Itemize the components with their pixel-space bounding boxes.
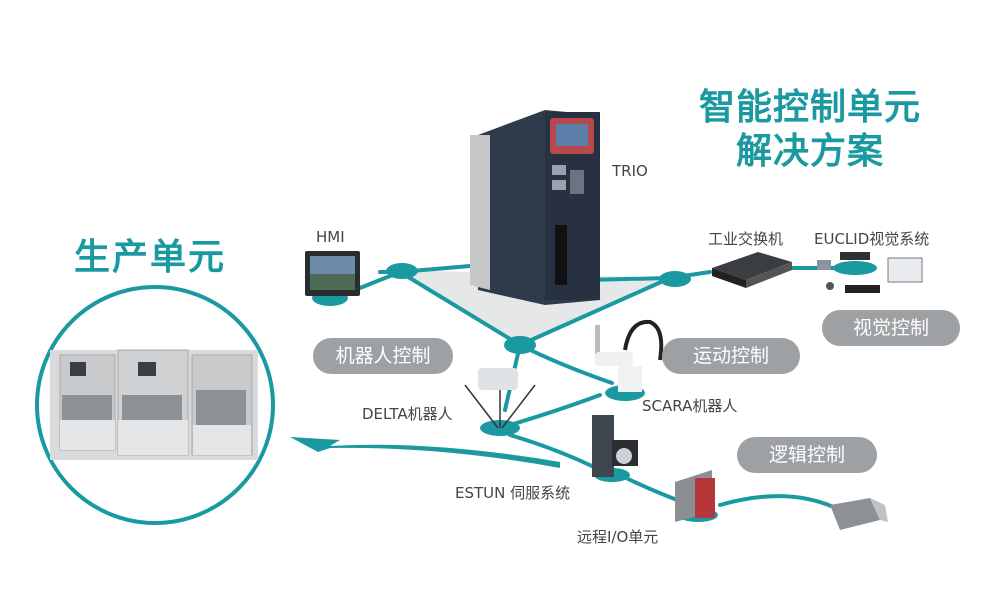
category-motion-control: 运动控制 — [662, 338, 800, 374]
category-robot-control: 机器人控制 — [313, 338, 453, 374]
remote-io-label: 远程I/O单元 — [577, 528, 659, 546]
node-vision — [833, 261, 877, 275]
scara-label: SCARA机器人 — [642, 397, 738, 415]
ethernet-connector-icon — [830, 498, 888, 530]
vision-system-icon — [817, 252, 923, 293]
link-delta-servo — [508, 433, 602, 472]
controller-platform — [400, 270, 670, 345]
return-arrow — [290, 437, 560, 468]
link-delta-scara — [508, 393, 602, 427]
page-title: 智能控制单元 解决方案 — [690, 86, 930, 174]
scara-robot-icon — [595, 319, 664, 392]
hmi-label: HMI — [316, 228, 345, 246]
delta-robot-icon — [464, 368, 536, 429]
trio-label: TRIO — [612, 162, 648, 180]
link-triangle-left — [398, 270, 522, 347]
link-triangle-bottom — [518, 276, 672, 347]
industrial-switch-icon — [712, 252, 792, 288]
category-logic-control: 逻辑控制 — [737, 437, 877, 473]
motion-controller-icon — [470, 110, 600, 305]
switch-label: 工业交换机 — [708, 230, 784, 248]
category-vision-control: 视觉控制 — [822, 310, 960, 346]
hmi-touchscreen-icon — [305, 251, 360, 296]
production-line-photo — [50, 349, 258, 460]
production-unit-title: 生产单元 — [74, 237, 227, 278]
node-switch — [659, 271, 691, 287]
title-line-2: 解决方案 — [735, 131, 884, 172]
vision-label: EUCLID视觉系统 — [814, 230, 930, 248]
link-io-connector — [718, 494, 842, 512]
title-line-1: 智能控制单元 — [698, 87, 921, 128]
node-bottom — [504, 336, 536, 354]
remote-io-icon — [675, 470, 715, 522]
servo-label: ESTUN 伺服系统 — [455, 484, 571, 502]
servo-drive-icon — [592, 415, 638, 477]
delta-label: DELTA机器人 — [362, 405, 453, 423]
node-hmi-link — [386, 263, 418, 279]
